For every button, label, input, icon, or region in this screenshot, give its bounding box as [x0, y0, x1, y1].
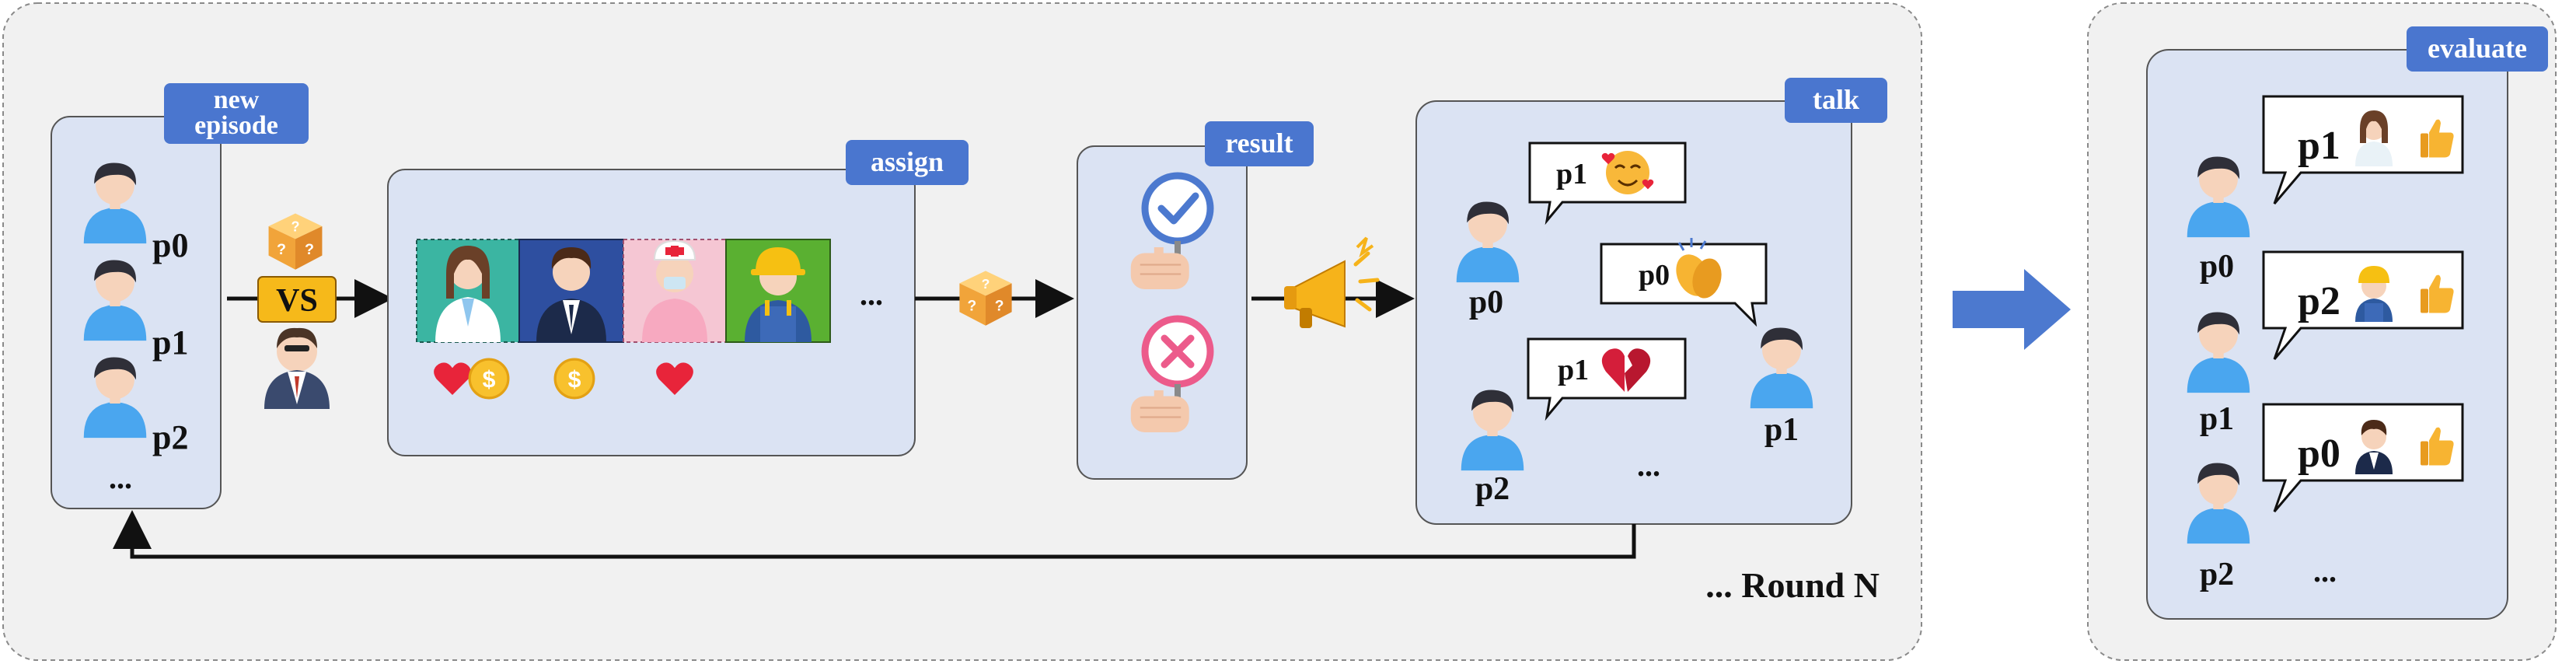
eval-player-p1: p1 — [2200, 401, 2234, 437]
bubble1-label: p1 — [1556, 158, 1587, 190]
vs-label: VS — [276, 283, 318, 319]
talk-player-p1: p1 — [1764, 412, 1799, 448]
new-episode-tag-line1: new — [214, 86, 260, 114]
episode-player-p2: p2 — [152, 418, 188, 456]
doctor-card — [416, 239, 520, 343]
episode-player-p1: p1 — [152, 323, 188, 362]
assign-tag — [846, 140, 969, 185]
cross-sign-icon — [1129, 315, 1214, 434]
talk-tag-label: talk — [1813, 84, 1859, 115]
worker-card — [725, 239, 831, 343]
evaluate-tag-label: evaluate — [2428, 33, 2527, 64]
eval-player-p2: p2 — [2200, 557, 2234, 592]
love-face-icon — [1601, 151, 1654, 194]
result-tag — [1205, 121, 1314, 166]
talk-tag — [1785, 78, 1887, 123]
businessman-icon — [2355, 420, 2393, 474]
talk-player-p0: p0 — [1469, 285, 1503, 320]
bubble2-label: p0 — [1639, 259, 1670, 292]
speech-bubble-2 — [1600, 238, 1768, 327]
vs-badge — [257, 276, 337, 323]
broken-heart-icon — [1601, 348, 1651, 392]
megaphone-icon — [1284, 236, 1380, 328]
eval-bubble-2 — [2262, 250, 2464, 360]
new-episode-tag-line2: episode — [194, 111, 278, 140]
eval-bubble3-label: p0 — [2298, 432, 2340, 476]
businessman-card — [518, 239, 624, 343]
bubble3-label: p1 — [1558, 354, 1589, 386]
evaluate-tag — [2407, 26, 2548, 72]
eval-more: ... — [2313, 554, 2337, 589]
eval-player-p0: p0 — [2200, 249, 2234, 285]
check-sign-icon — [1129, 172, 1214, 291]
doctor-icon — [2355, 110, 2393, 166]
eval-bubble2-label: p2 — [2298, 279, 2340, 323]
assign-more: ... — [860, 277, 883, 312]
new-episode-tag — [164, 83, 309, 144]
eval-bubble-1 — [2262, 95, 2464, 204]
episode-player-p0: p0 — [152, 226, 188, 264]
manager-icon — [264, 327, 330, 409]
speech-bubble-3 — [1527, 337, 1687, 421]
eval-bubble1-label: p1 — [2298, 124, 2340, 168]
nurse-card — [623, 239, 727, 343]
next-stage-arrow — [1953, 269, 2071, 350]
talk-player-p2: p2 — [1475, 471, 1510, 507]
assign-tag-label: assign — [871, 146, 944, 177]
speech-bubble-1 — [1528, 142, 1687, 225]
eval-bubble-3 — [2262, 403, 2464, 512]
result-tag-label: result — [1225, 128, 1293, 159]
round-label: ... Round N — [1705, 565, 1880, 605]
coin-icon — [468, 358, 510, 400]
coin-icon — [553, 358, 595, 400]
clapping-hands-icon — [1676, 238, 1722, 299]
worker-icon — [2355, 266, 2393, 322]
episode-more: ... — [109, 460, 132, 495]
loop-back-arrow — [113, 510, 1636, 559]
talk-more: ... — [1637, 448, 1660, 483]
